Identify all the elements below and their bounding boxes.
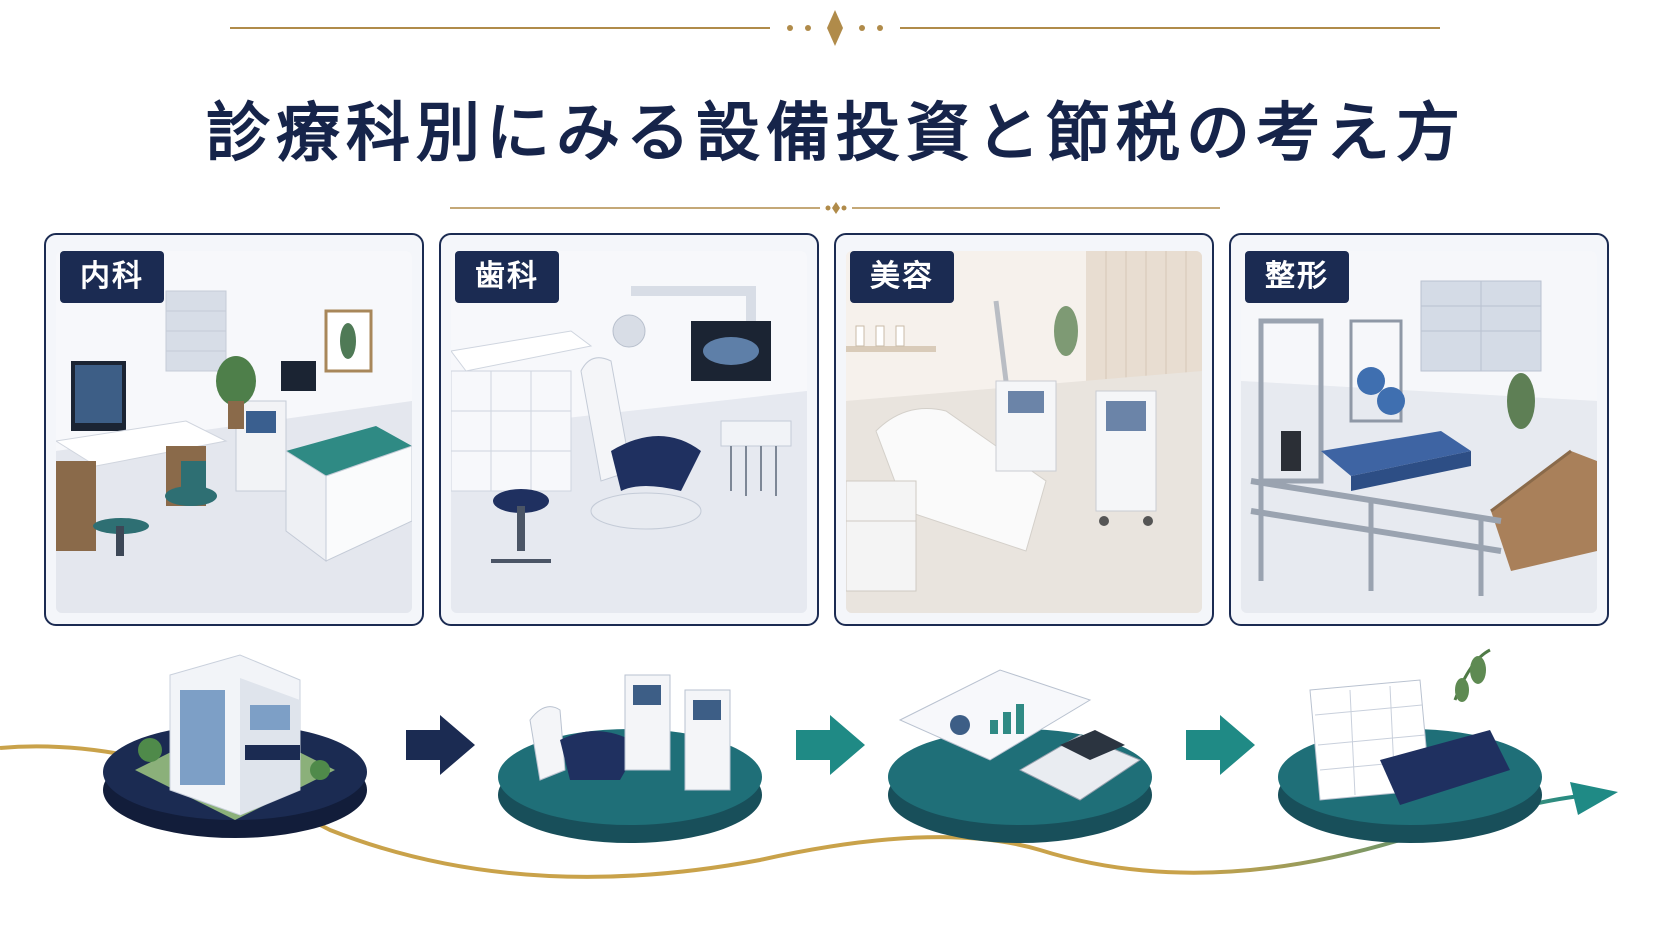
clinic-building-icon xyxy=(103,654,367,838)
card-orthopedic: 整形 xyxy=(1229,233,1609,626)
arrow-right-icon xyxy=(796,715,865,775)
card-label: 美容 xyxy=(850,251,954,303)
dental-clinic-icon xyxy=(451,251,807,613)
top-ornament xyxy=(230,10,1440,46)
card-label: 歯科 xyxy=(455,251,559,303)
page-title: 診療科別にみる設備投資と節税の考え方 xyxy=(206,96,1466,171)
arrow-right-icon xyxy=(406,715,475,775)
card-label: 整形 xyxy=(1245,251,1349,303)
calendar-book-plant-icon xyxy=(1278,648,1542,843)
card-dental: 歯科 xyxy=(439,233,819,626)
medical-equipment-icon xyxy=(498,674,762,843)
card-label: 内科 xyxy=(60,251,164,303)
internal-medicine-clinic-icon xyxy=(56,251,412,613)
subtitle-ornament xyxy=(450,202,1220,214)
aesthetic-clinic-icon xyxy=(846,251,1202,613)
process-flow xyxy=(0,648,1618,879)
card-internal-medicine: 内科 xyxy=(44,233,424,626)
orthopedic-rehab-icon xyxy=(1241,251,1597,613)
arrow-right-icon xyxy=(1186,715,1255,775)
financial-report-calculator-icon xyxy=(888,669,1152,843)
card-aesthetic: 美容 xyxy=(834,233,1214,626)
